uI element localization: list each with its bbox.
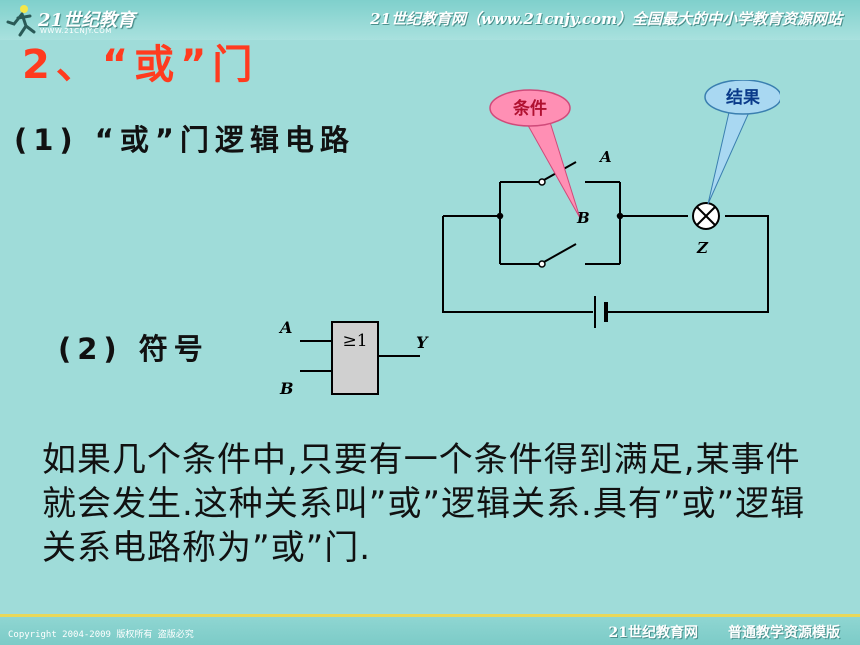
copyright-text: Copyright 2004-2009 版权所有 盗版必究 bbox=[8, 630, 194, 640]
callout-condition: 条件 bbox=[489, 89, 581, 219]
subheading-or-gate-circuit: (1) “或”门逻辑电路 bbox=[14, 123, 355, 157]
subheading-symbol: (2) 符号 bbox=[58, 332, 209, 366]
or-gate-symbol: ≥1 A B Y bbox=[278, 318, 429, 398]
slide-heading: 2、“或”门 bbox=[22, 42, 259, 88]
logo-subtext: WWW.21CNJY.COM bbox=[40, 27, 112, 35]
footer-site-name[interactable]: 21世纪教育网 普通教学资源模版 bbox=[579, 622, 840, 642]
footer-divider bbox=[0, 614, 860, 617]
header-band: 21世纪教育 WWW.21CNJY.COM 21世纪教育网（www.21cnjy… bbox=[0, 0, 860, 40]
gate-input-a-label: A bbox=[278, 318, 292, 337]
or-gate-circuit-diagram: 条件 结果 A B Z bbox=[442, 80, 780, 328]
callout-condition-text: 条件 bbox=[512, 98, 547, 119]
gate-box bbox=[331, 321, 379, 395]
switch-b-label: B bbox=[576, 209, 590, 227]
gate-input-b-label: B bbox=[279, 379, 294, 398]
site-logo[interactable]: 21世纪教育 WWW.21CNJY.COM bbox=[4, 2, 144, 38]
gate-wires bbox=[300, 340, 420, 372]
gate-symbol-text: ≥1 bbox=[342, 331, 367, 351]
running-figure-icon bbox=[6, 5, 36, 37]
callout-result-text: 结果 bbox=[726, 87, 760, 108]
switch-contacts bbox=[496, 178, 624, 268]
site-title[interactable]: 21世纪教育网（www.21cnjy.com）全国最大的中小学教育资源网站 bbox=[370, 10, 842, 28]
circuit-wires bbox=[442, 161, 769, 313]
lamp-z-label: Z bbox=[696, 239, 709, 257]
lamp-icon bbox=[692, 202, 720, 230]
gate-output-y-label: Y bbox=[416, 333, 429, 352]
footer-site-label: 21世纪教育网 bbox=[608, 625, 698, 641]
switch-a-label: A bbox=[598, 148, 612, 166]
logo-text: 21世纪教育 bbox=[38, 10, 136, 31]
definition-paragraph: 如果几个条件中,只要有一个条件得到满足,某事件就会发生.这种关系叫”或”逻辑关系… bbox=[42, 440, 806, 568]
footer-template-label: 普通教学资源模版 bbox=[728, 625, 840, 641]
footer-bar: Copyright 2004-2009 版权所有 盗版必究 21世纪教育网 普通教… bbox=[0, 617, 860, 645]
battery-icon bbox=[594, 296, 608, 328]
callout-result: 结果 bbox=[704, 80, 780, 205]
